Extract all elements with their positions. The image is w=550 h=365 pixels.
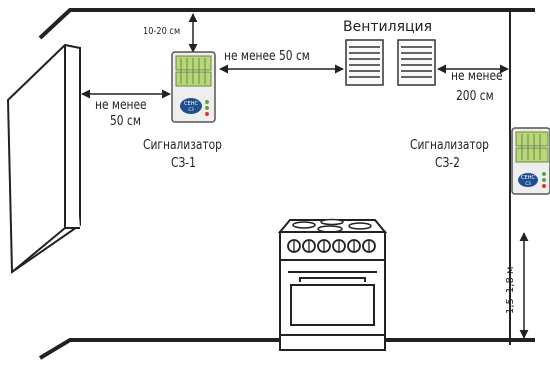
height-label: 1,5–1,8 м: [505, 266, 516, 314]
dimension-arrows: [81, 13, 529, 339]
device-brand-1: СЕНС: [184, 101, 198, 107]
vent-grille-left: [345, 39, 384, 86]
window: [6, 43, 81, 274]
alarm-1-model: СЗ-1: [171, 156, 196, 171]
gas-stove: [277, 218, 388, 351]
device-model-2: СЗ: [525, 181, 531, 186]
vent-distance-label-2-line1: не менее: [451, 69, 503, 84]
vent-grille-right: [397, 39, 436, 86]
alarm-1-title: Сигнализатор: [143, 138, 222, 153]
device-brand-2: СЕНС: [521, 175, 535, 181]
alarm-device-1: СЕНС СЗ: [171, 51, 216, 123]
ventilation-label: Вентиляция: [343, 19, 433, 35]
vent-distance-label-2-line2: 200 см: [456, 89, 494, 104]
alarm-2-title: Сигнализатор: [410, 138, 489, 153]
ceiling-distance-label: 10-20 см: [143, 26, 181, 37]
alarm-device-2: СЕНС СЗ: [511, 127, 550, 195]
window-distance-label-line2: 50 см: [110, 114, 141, 129]
vent-distance-label-1: не менее 50 см: [224, 49, 310, 64]
window-distance-label-line1: не менее: [95, 98, 147, 113]
device-model-1: СЗ: [188, 107, 194, 112]
alarm-2-model: СЗ-2: [435, 156, 460, 171]
